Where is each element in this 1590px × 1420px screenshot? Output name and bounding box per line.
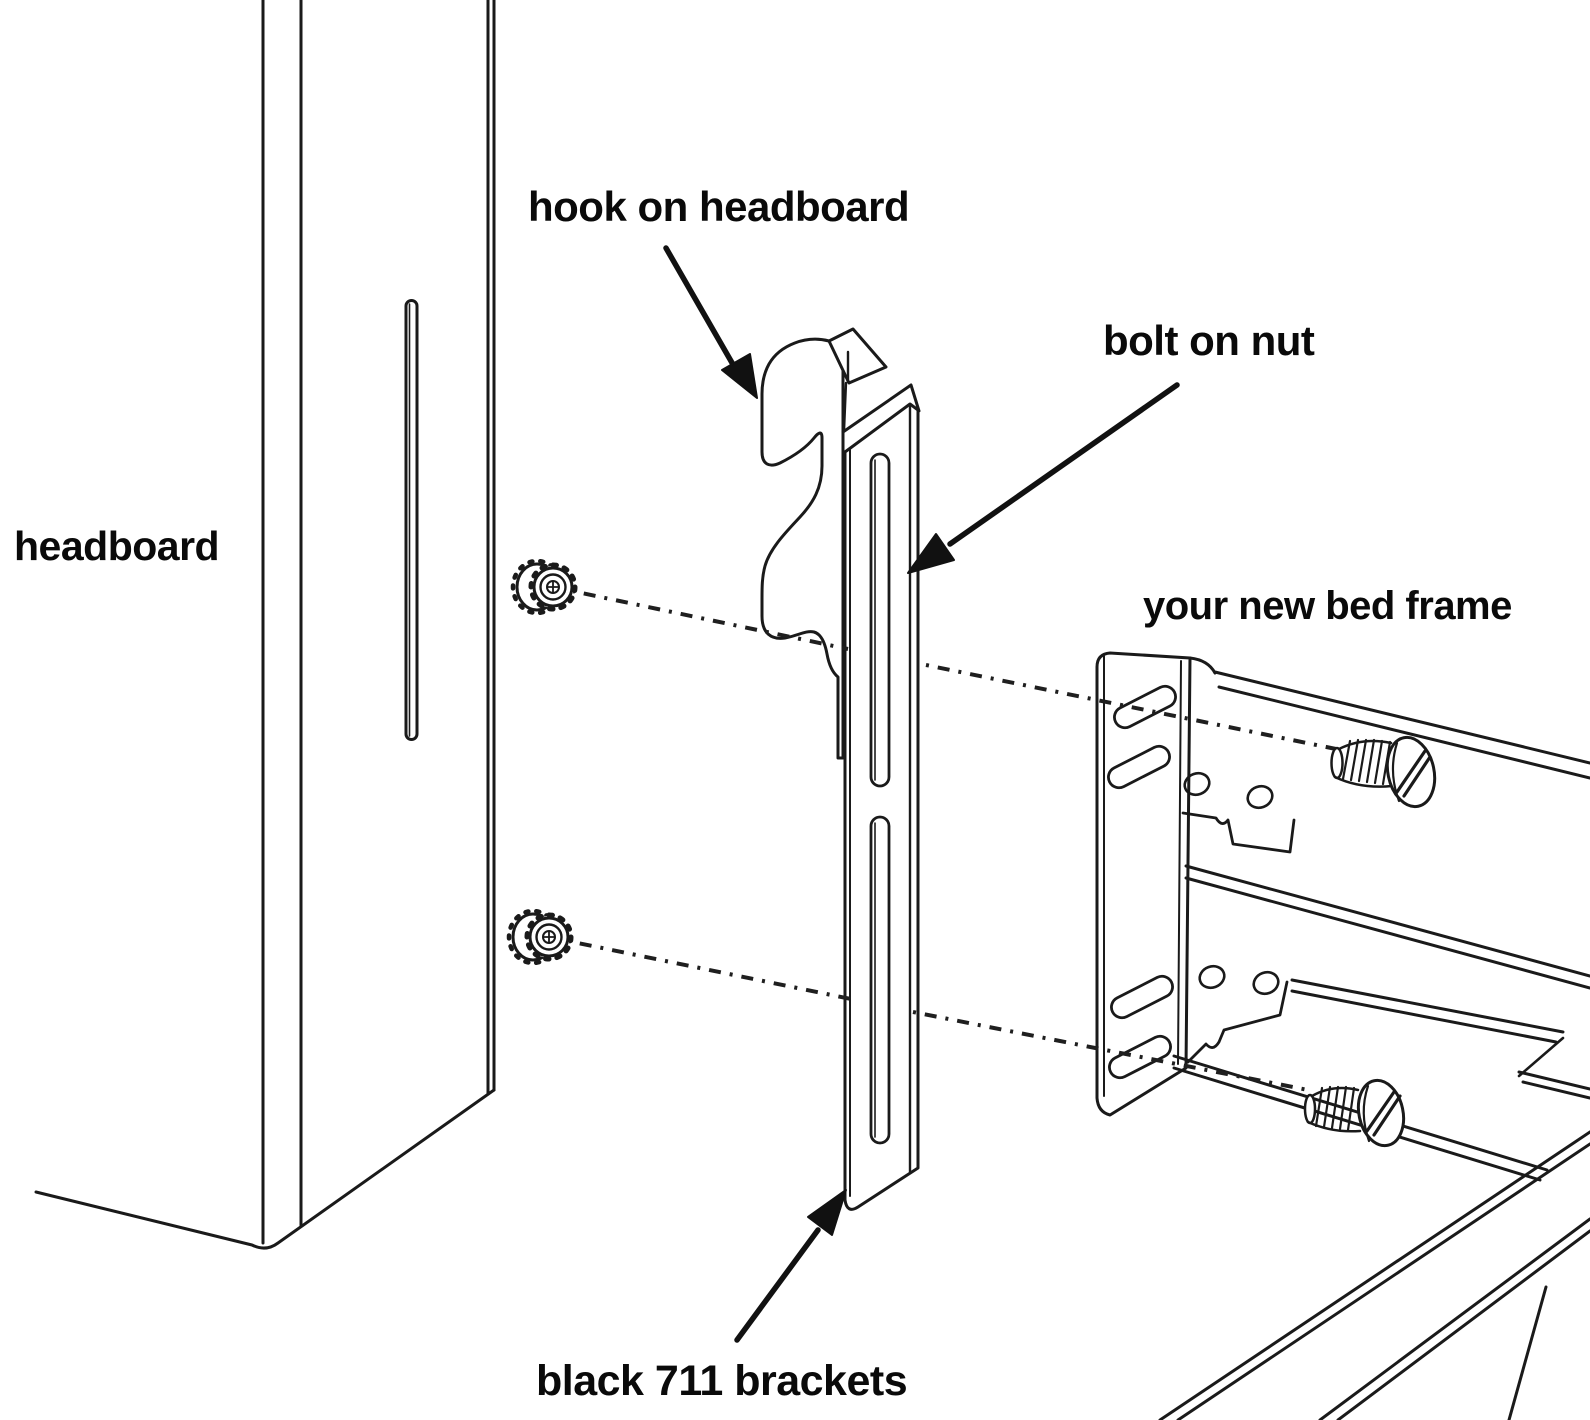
bolt-arrow-icon (907, 382, 1180, 574)
cross-rail (1158, 1130, 1590, 1420)
mounting-plate-upper (1181, 771, 1296, 854)
side-rail (1172, 670, 1590, 1182)
bolt-upper (1330, 735, 1437, 809)
post-slot (404, 299, 419, 741)
brackets-arrow-icon (734, 1189, 847, 1343)
dashed-line-upper (571, 589, 1337, 751)
hook-plate (760, 327, 921, 760)
flange-slot-2 (1107, 744, 1171, 790)
label-headboard: headboard (14, 523, 220, 569)
flange-slot-1 (1113, 684, 1177, 730)
wing-nut-upper (510, 558, 578, 616)
bolt-lower (1303, 1078, 1406, 1148)
headboard-post (34, 0, 496, 1250)
wing-nut-lower (506, 908, 574, 966)
hook-arrow-icon (663, 245, 758, 399)
flange-slot-3 (1110, 974, 1174, 1020)
dashed-line-lower (567, 939, 1309, 1092)
bracket-711 (843, 402, 920, 1211)
label-your-new-bed-frame: your new bed frame (1143, 584, 1512, 628)
label-hook-on-headboard: hook on headboard (528, 183, 910, 230)
bracket-lower-slot (869, 815, 891, 1145)
hook-top-fold (827, 327, 888, 385)
label-bolt-on-nut: bolt on nut (1103, 317, 1315, 364)
label-black-711-brackets: black 711 brackets (536, 1357, 908, 1405)
bed-frame (1095, 651, 1590, 1420)
corner-gusset (1507, 1285, 1548, 1420)
mounting-plate-lower (1186, 964, 1289, 1064)
bracket-upper-slot (869, 452, 891, 788)
